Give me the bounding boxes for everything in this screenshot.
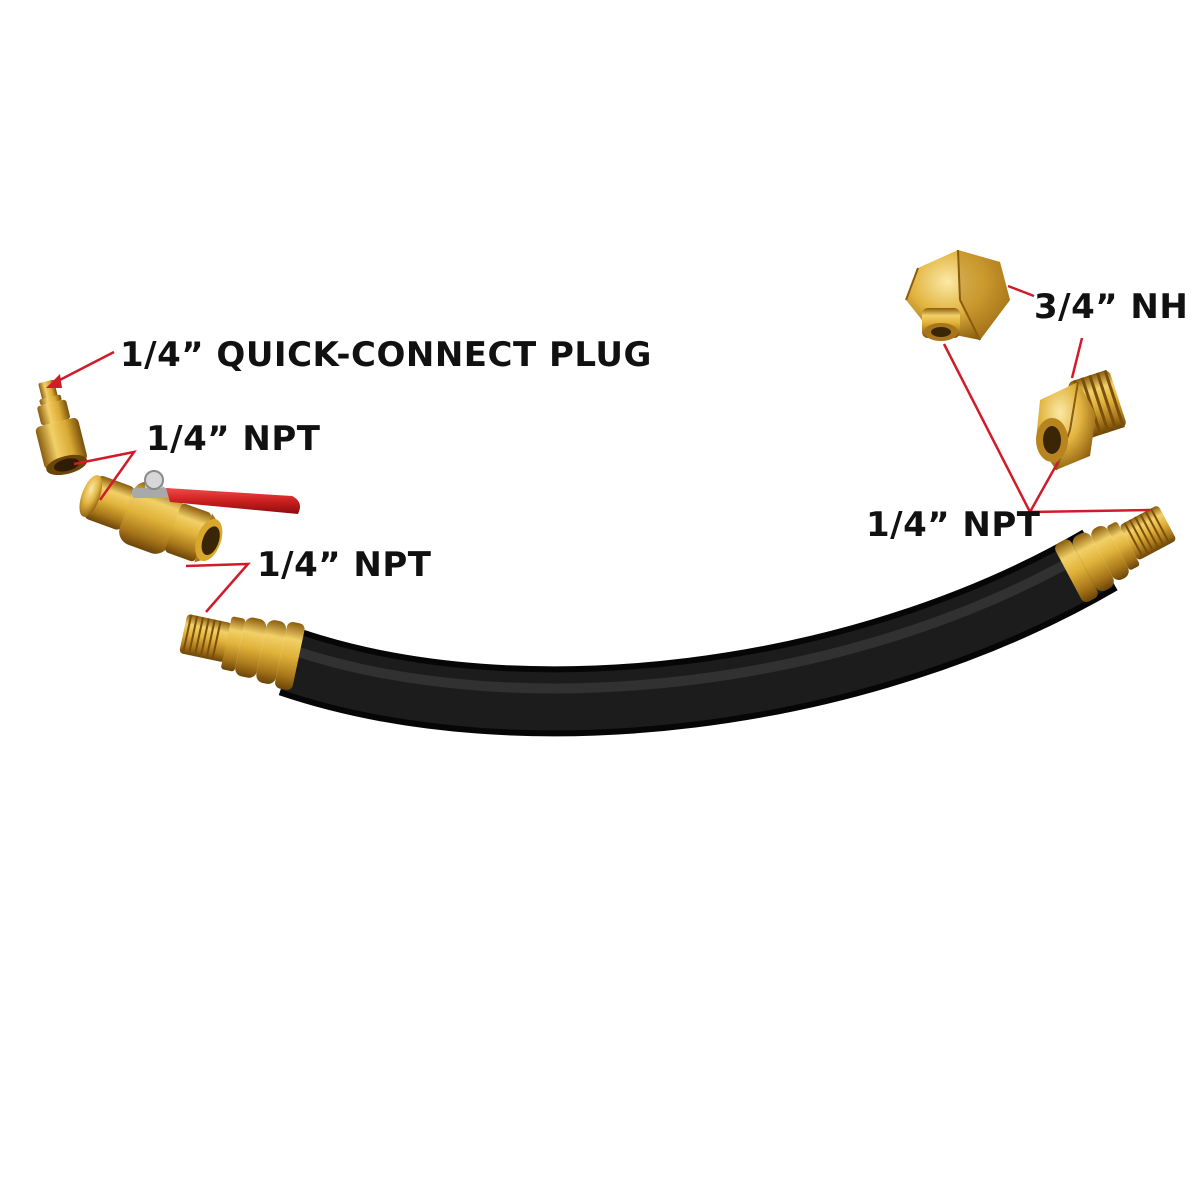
ball-valve-icon	[79, 470, 300, 563]
quick-connect-plug-label: 1/4” QUICK-CONNECT PLUG	[120, 335, 652, 375]
npt-upper-left-label: 1/4” NPT	[146, 419, 321, 459]
rubber-hose-icon	[278, 529, 1118, 737]
hose-left-fitting-icon	[179, 614, 305, 691]
nh-female-adapter-icon	[905, 249, 1010, 341]
npt-right-label: 1/4” NPT	[866, 505, 1041, 545]
nh-label: 3/4” NH	[1034, 287, 1189, 327]
quick-connect-plug-icon	[35, 379, 88, 476]
npt-lower-left-label: 1/4” NPT	[257, 545, 432, 585]
leader-lines	[46, 284, 1151, 613]
nh-male-adapter-icon	[1036, 369, 1126, 471]
hose-right-fitting-icon	[1055, 506, 1176, 603]
